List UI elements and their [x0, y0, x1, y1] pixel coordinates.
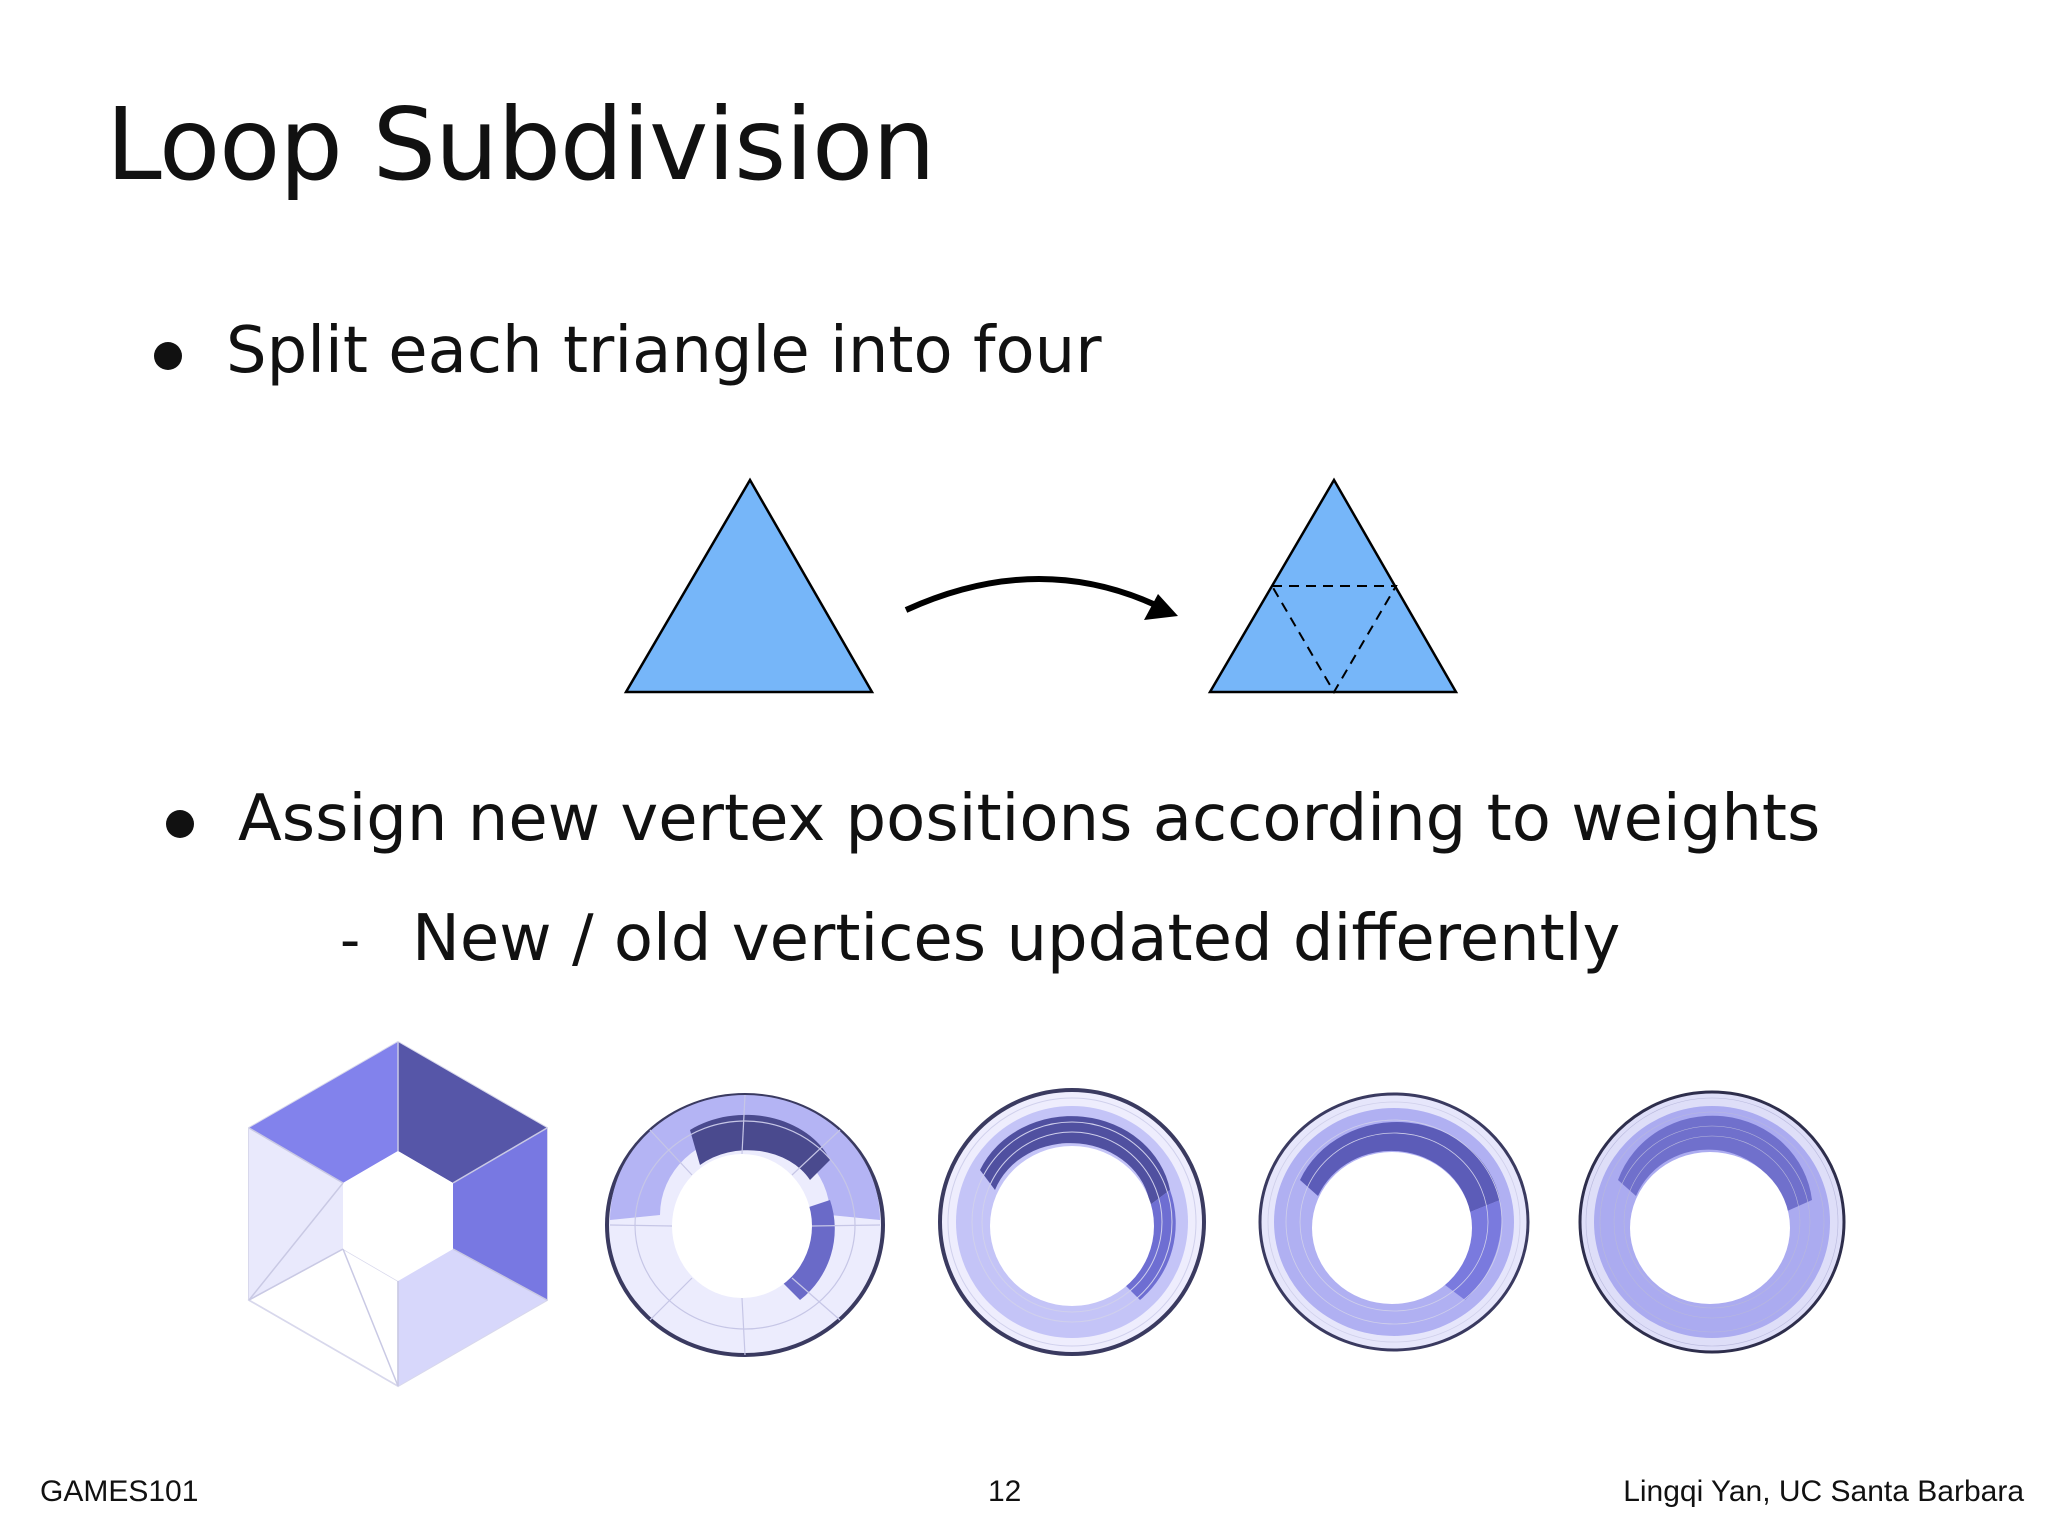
mesh-stage-3-torus — [938, 1088, 1206, 1356]
bullet-assign-positions: Assign new vertex positions according to… — [238, 782, 1821, 856]
subdivided-triangle — [1207, 477, 1459, 694]
mesh-stage-2-torus — [605, 1093, 885, 1357]
mesh-stage-4-torus — [1258, 1092, 1530, 1352]
bullet-split-triangle: Split each triangle into four — [226, 314, 1102, 388]
footer-course-name: GAMES101 — [40, 1475, 199, 1508]
footer-author: Lingqi Yan, UC Santa Barbara — [1623, 1475, 2024, 1508]
arrow-head-icon — [1144, 594, 1178, 620]
mesh-stage-1-hexagon — [247, 1040, 548, 1388]
curved-arrow-icon — [904, 576, 1168, 613]
footer-page-number: 12 — [988, 1475, 1022, 1508]
slide-title: Loop Subdivision — [106, 86, 936, 203]
bullet-dot-1 — [154, 342, 182, 370]
bullet-dot-2 — [166, 810, 194, 838]
subdivision-dashed-lines — [1270, 585, 1398, 694]
sub-bullet-dash: - — [340, 908, 361, 973]
sub-bullet-vertices-updated: New / old vertices updated differently — [412, 902, 1621, 976]
mesh-stage-5-torus — [1578, 1090, 1846, 1354]
original-triangle — [623, 477, 875, 694]
